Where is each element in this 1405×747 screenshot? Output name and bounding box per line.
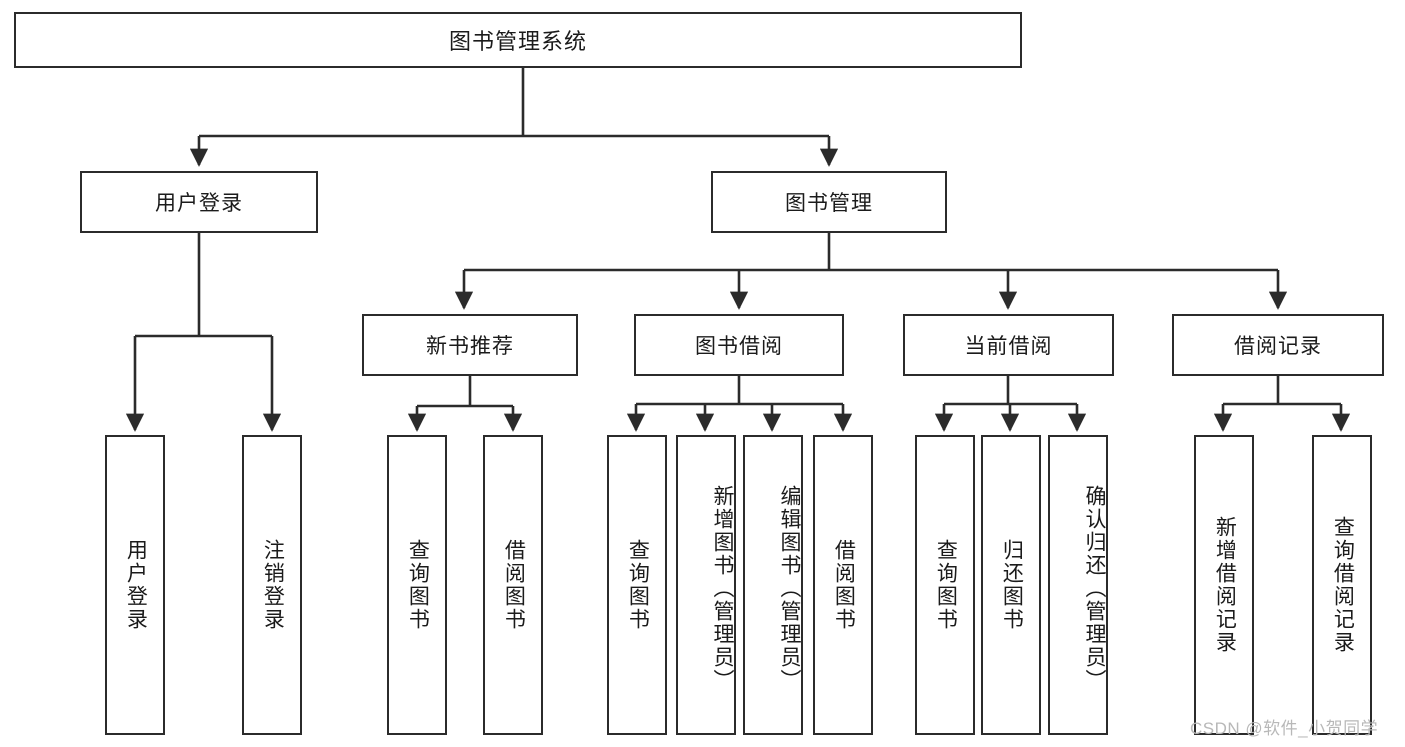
node-label: 查询图书: [406, 539, 430, 631]
leaf-record-query-record[interactable]: 查询借阅记录: [1312, 435, 1372, 735]
node-label: 确认归还（管理员）: [1083, 484, 1106, 692]
leaf-recommend-borrow-book[interactable]: 借阅图书: [483, 435, 543, 735]
node-label: 用户登录: [124, 539, 148, 631]
leaf-borrow-query-book[interactable]: 查询图书: [607, 435, 667, 735]
node-label: 新增图书（管理员）: [711, 484, 734, 692]
leaf-borrow-edit-book-admin[interactable]: 编辑图书（管理员）: [743, 435, 803, 735]
node-label: 注销登录: [261, 539, 285, 631]
watermark: CSDN @软件_小贺同学: [1190, 719, 1379, 738]
node-label: 新书推荐: [426, 335, 514, 358]
leaf-record-add-record[interactable]: 新增借阅记录: [1194, 435, 1254, 735]
node-new-book-recommend[interactable]: 新书推荐: [362, 314, 578, 376]
node-label: 借阅图书: [502, 539, 526, 631]
leaf-user-login-signin[interactable]: 用户登录: [105, 435, 165, 735]
node-label: 新增借阅记录: [1213, 516, 1237, 654]
node-label: 图书管理: [785, 192, 873, 215]
node-label: 查询图书: [626, 539, 650, 631]
node-label: 借阅记录: [1234, 335, 1322, 358]
leaf-borrow-borrow-book[interactable]: 借阅图书: [813, 435, 873, 735]
node-label: 图书管理系统: [448, 29, 587, 54]
node-label: 用户登录: [155, 192, 243, 215]
leaf-current-confirm-return-admin[interactable]: 确认归还（管理员）: [1048, 435, 1108, 735]
node-label: 查询借阅记录: [1331, 516, 1355, 654]
leaf-current-return-book[interactable]: 归还图书: [981, 435, 1041, 735]
node-book-management[interactable]: 图书管理: [711, 171, 947, 233]
leaf-current-query-book[interactable]: 查询图书: [915, 435, 975, 735]
node-label: 当前借阅: [964, 335, 1053, 358]
leaf-borrow-add-book-admin[interactable]: 新增图书（管理员）: [676, 435, 736, 735]
node-label: 归还图书: [1000, 539, 1024, 631]
node-label: 编辑图书（管理员）: [778, 484, 801, 692]
node-root-system[interactable]: 图书管理系统: [14, 12, 1022, 68]
node-current-borrow[interactable]: 当前借阅: [903, 314, 1114, 376]
node-label: 图书借阅: [695, 335, 783, 358]
node-borrow-record[interactable]: 借阅记录: [1172, 314, 1384, 376]
leaf-recommend-query-book[interactable]: 查询图书: [387, 435, 447, 735]
leaf-user-login-logout[interactable]: 注销登录: [242, 435, 302, 735]
node-book-borrow[interactable]: 图书借阅: [634, 314, 844, 376]
node-user-login[interactable]: 用户登录: [80, 171, 318, 233]
node-label: 查询图书: [934, 539, 958, 631]
node-label: 借阅图书: [832, 539, 856, 631]
